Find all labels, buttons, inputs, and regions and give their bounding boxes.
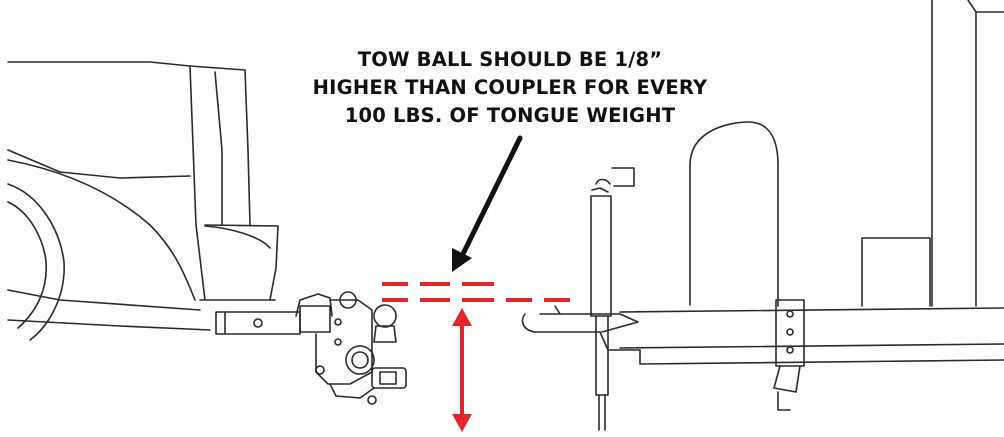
red-height-lines [382,282,570,302]
caption-line-1: TOW BALL SHOULD BE 1/8” [357,48,663,71]
stored-ball-mount [773,299,805,411]
trailer-frame [619,0,1004,365]
caption-line-2: HIGHER THAN COUPLER FOR EVERY [312,76,708,99]
black-pointer-arrow [452,135,523,272]
ball-mount-assembly [295,291,407,405]
trailer-coupler [521,305,641,351]
instruction-caption: TOW BALL SHOULD BE 1/8” HIGHER THAN COUP… [250,46,770,130]
trailer-jack [590,167,635,431]
caption-line-3: 100 LBS. OF TONGUE WEIGHT [344,104,676,127]
receiver-tube [215,311,301,335]
red-double-headed-arrow [452,308,472,432]
truck-outline [7,61,279,341]
